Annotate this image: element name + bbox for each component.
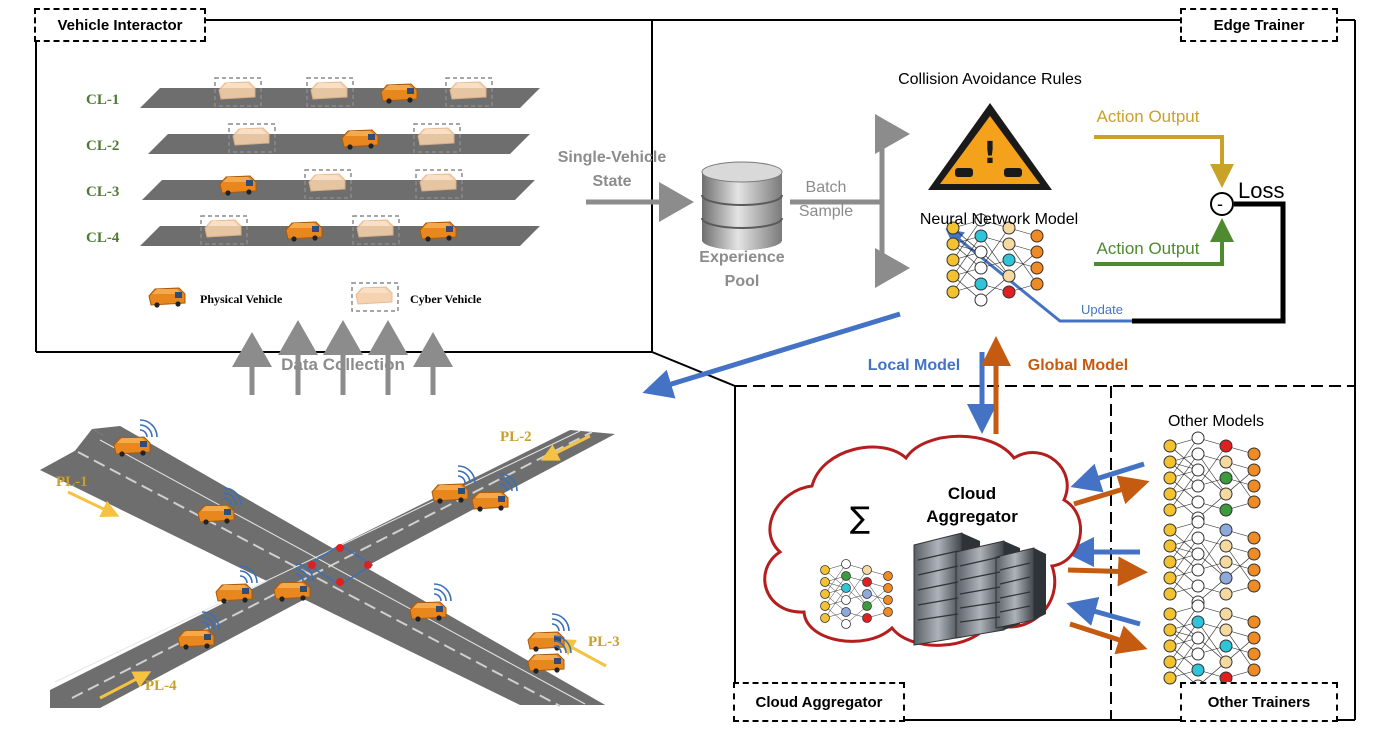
cloud-aggregator-title: Cloud <box>948 484 996 503</box>
edge-trainer-frame <box>735 20 1356 387</box>
loss-feedback-line <box>1132 201 1286 324</box>
data-collection-label: Data Collection <box>281 355 405 374</box>
physical-lane-label-2: PL-2 <box>500 429 532 445</box>
physical-lane-labels: PL-1 PL-2 PL-3 PL-4 <box>56 429 620 694</box>
vehicle-interactor-label: Vehicle Interactor <box>57 16 183 34</box>
loss-label: Loss <box>1238 178 1284 203</box>
other-trainers-tag: Other Trainers <box>1180 682 1338 722</box>
cyber-lane-labels: CL-1 CL-2 CL-3 CL-4 <box>86 92 120 246</box>
physical-lane-label-1: PL-1 <box>56 474 88 490</box>
other-model-network-3 <box>1163 599 1261 693</box>
physical-lane-label-4: PL-4 <box>145 678 177 694</box>
collision-rules-label: Collision Avoidance Rules <box>898 71 1082 88</box>
global-model-label: Global Model <box>1028 357 1128 374</box>
action-output-arrow-green <box>1094 218 1234 266</box>
cloud-neural-network-icon <box>820 559 893 629</box>
cyber-lane-road <box>140 226 540 246</box>
wireless-signal-icon <box>139 419 158 438</box>
experience-pool-label-2: Pool <box>725 273 760 290</box>
neural-network-icon <box>946 213 1044 307</box>
legend-physical-label: Physical Vehicle <box>200 292 283 306</box>
cyber-lane-road <box>148 134 530 154</box>
single-vehicle-state-label-2: State <box>592 173 631 190</box>
neural-network-label: Neural Network Model <box>920 211 1078 228</box>
update-arrow <box>945 228 1132 323</box>
other-model-network-1 <box>1163 431 1261 525</box>
batch-sample-label-2: Sample <box>799 203 853 220</box>
cloud-aggregator-tag: Cloud Aggregator <box>733 682 905 722</box>
legend-physical-vehicle-icon <box>148 287 186 309</box>
vehicle-icon <box>527 653 565 675</box>
minus-sign: - <box>1217 194 1223 214</box>
database-icon <box>701 161 783 250</box>
svg-text:!: ! <box>983 136 997 171</box>
edge-trainer-tag: Edge Trainer <box>1180 8 1338 42</box>
batch-sample-label: Batch <box>806 179 847 196</box>
exchange-arrows <box>1064 461 1150 655</box>
legend-cyber-vehicle-icon <box>351 282 399 312</box>
physical-lane-label-3: PL-3 <box>588 634 620 650</box>
legend: Physical Vehicle Cyber Vehicle <box>200 292 482 306</box>
cyber-lane-label-4: CL-4 <box>86 230 120 246</box>
cloud-aggregator-title-2: Aggregator <box>926 507 1018 526</box>
action-output-gold-label: Action Output <box>1096 107 1199 126</box>
cyber-lanes <box>140 77 540 312</box>
loss-operator <box>1210 192 1234 216</box>
edge-trainer-label: Edge Trainer <box>1213 16 1305 34</box>
update-label: Update <box>1081 302 1123 317</box>
sigma-icon: ∑ <box>850 501 870 536</box>
action-output-arrow-gold <box>1094 135 1234 188</box>
cyber-lane-label-2: CL-2 <box>86 138 119 154</box>
other-trainers-label: Other Trainers <box>1207 693 1311 711</box>
vehicle-icon <box>471 491 509 513</box>
data-collection-arrows <box>232 320 453 395</box>
local-model-arrow-to-vehicles <box>642 311 901 399</box>
cyber-lane-label-1: CL-1 <box>86 92 119 108</box>
legend-cyber-label: Cyber Vehicle <box>410 292 482 306</box>
wireless-signal-icon <box>551 613 570 632</box>
server-rack-icon <box>913 532 1046 646</box>
wireless-signal-icon <box>433 583 452 602</box>
vehicle-interactor-frame <box>35 19 1355 387</box>
experience-pool-label: Experience <box>699 249 784 266</box>
batch-sample-arrow <box>790 114 910 288</box>
cyber-lane-label-3: CL-3 <box>86 184 119 200</box>
local-model-label: Local Model <box>868 357 960 374</box>
other-model-network-2 <box>1163 515 1261 609</box>
vehicle-interactor-tag: Vehicle Interactor <box>34 8 206 42</box>
single-vehicle-state-label: Single-Vehicle <box>558 149 667 166</box>
cloud-aggregator-label: Cloud Aggregator <box>755 693 883 711</box>
action-output-green-label: Action Output <box>1096 239 1199 258</box>
other-models-label: Other Models <box>1168 413 1264 430</box>
warning-sign-icon: ! <box>928 103 1052 190</box>
